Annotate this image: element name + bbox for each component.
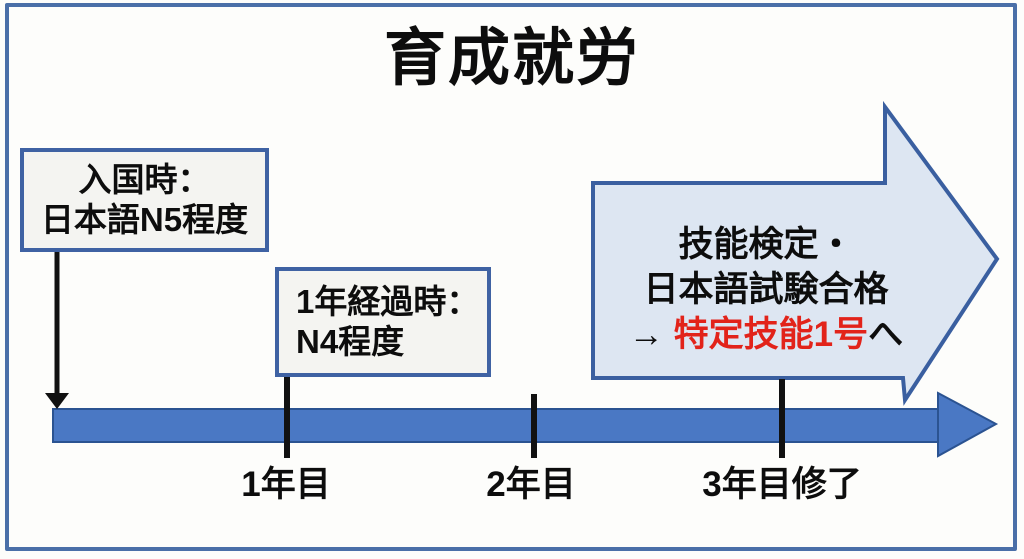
big-arrow-line3-prefix: → xyxy=(628,315,674,354)
big-arrow-line3-highlight: 特定技能1号 xyxy=(673,315,869,354)
big-arrow-line2: 日本語試験合格 xyxy=(643,270,889,309)
timeline-arrowhead-icon xyxy=(937,391,999,458)
timeline-bar xyxy=(52,408,943,443)
big-right-arrow-shape xyxy=(591,100,1000,406)
entry-level-line2: 日本語N5程度 xyxy=(40,201,249,238)
year1-level-box: 1年経過時： N4程度 xyxy=(275,267,491,377)
big-arrow-line3: → 特定技能1号へ xyxy=(598,312,934,357)
timeline-label-year3: 3年目修了 xyxy=(702,465,862,504)
year1-level-line2: N4程度 xyxy=(296,323,405,360)
page-title: 育成就労 xyxy=(383,24,640,93)
entry-level-line1: 入国時： xyxy=(78,161,211,198)
year1-level-line1: 1年経過時： xyxy=(296,283,480,320)
timeline-label-year2: 2年目 xyxy=(486,465,576,504)
big-arrow-line1: 技能検定・ xyxy=(678,225,854,264)
big-arrow-line3-suffix: へ xyxy=(868,315,904,354)
timeline-label-year1: 1年目 xyxy=(241,465,331,504)
entry-level-box: 入国時： 日本語N5程度 xyxy=(20,148,269,252)
big-arrow-label: 技能検定・ 日本語試験合格 → 特定技能1号へ xyxy=(598,222,934,357)
entry-down-arrowhead-icon xyxy=(45,393,69,409)
